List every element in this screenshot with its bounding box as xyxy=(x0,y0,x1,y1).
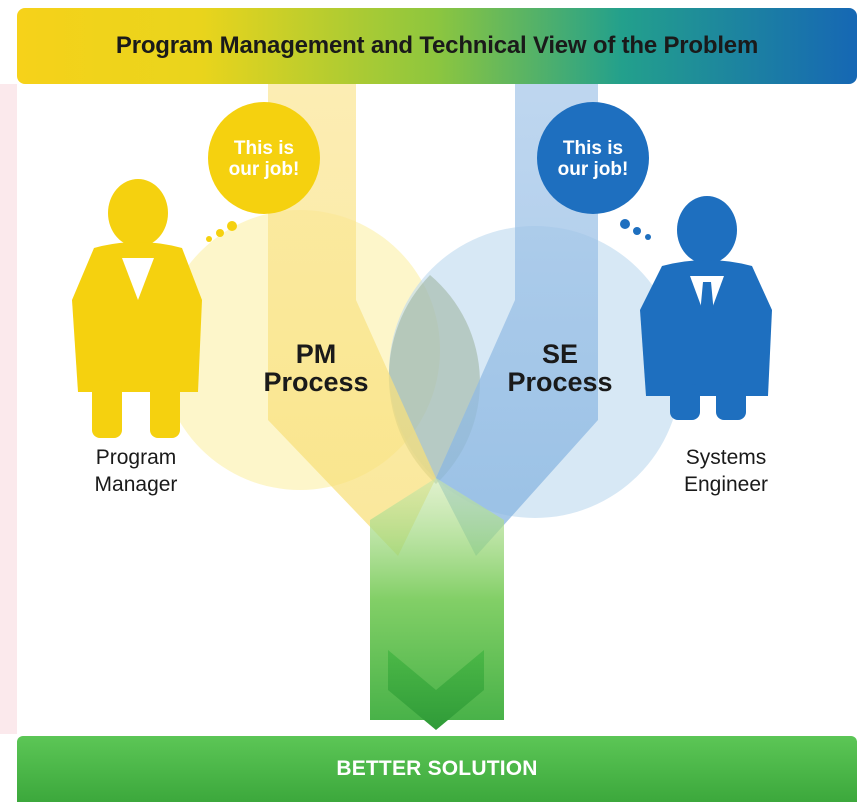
systems-engineer-icon xyxy=(640,196,772,420)
systems-engineer-label: Systems Engineer xyxy=(646,444,806,498)
pm-process-label: PM Process xyxy=(226,340,406,396)
left-edge-decoration xyxy=(0,84,17,734)
pm-bubble-text: This is our job! xyxy=(214,138,314,180)
se-process-line1: SE xyxy=(541,339,579,369)
se-bubble-text: This is our job! xyxy=(543,138,643,180)
se-tie xyxy=(700,282,714,330)
se-bubble-line2: our job! xyxy=(557,159,629,180)
chevron-down-icon xyxy=(388,650,484,730)
pm-process-line2: Process xyxy=(263,367,369,397)
program-manager-icon xyxy=(72,179,202,438)
solution-label: BETTER SOLUTION xyxy=(336,757,538,780)
pm-process-line1: PM xyxy=(295,339,337,369)
pm-label-line1: Program xyxy=(95,446,177,469)
program-manager-label: Program Manager xyxy=(56,444,216,498)
pm-label-line2: Manager xyxy=(94,473,178,496)
se-process-label: SE Process xyxy=(470,340,650,396)
diagram-title: Program Management and Technical View of… xyxy=(115,32,759,59)
solution-funnel xyxy=(370,478,504,720)
se-arrow-path xyxy=(436,84,598,556)
pm-collar xyxy=(122,258,154,300)
se-label-line2: Engineer xyxy=(683,473,769,496)
pm-bubble-line2: our job! xyxy=(228,159,300,180)
se-process-line2: Process xyxy=(507,367,613,397)
pm-bubble-line1: This is xyxy=(233,138,295,159)
se-bubble-line1: This is xyxy=(562,138,624,159)
se-thought-bubble xyxy=(537,102,651,240)
pm-thought-bubble xyxy=(206,102,320,242)
se-label-line1: Systems xyxy=(685,446,767,469)
pm-arrow-path xyxy=(268,84,436,556)
solution-banner: BETTER SOLUTION xyxy=(17,736,857,802)
header-banner: Program Management and Technical View of… xyxy=(17,8,857,84)
